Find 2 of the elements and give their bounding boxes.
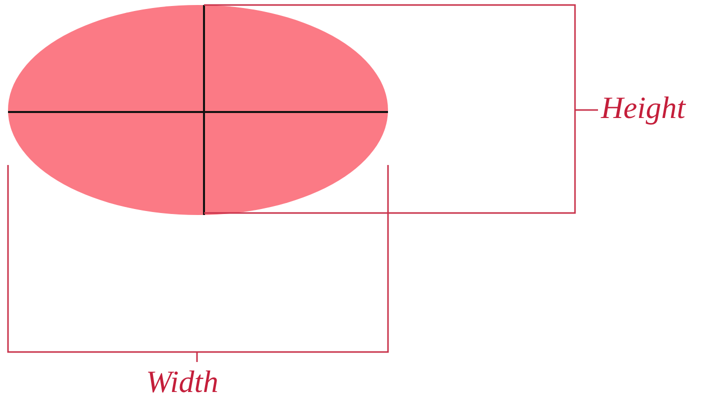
dimension-label: Width [146, 366, 218, 397]
dimension-label: Height [601, 92, 686, 123]
